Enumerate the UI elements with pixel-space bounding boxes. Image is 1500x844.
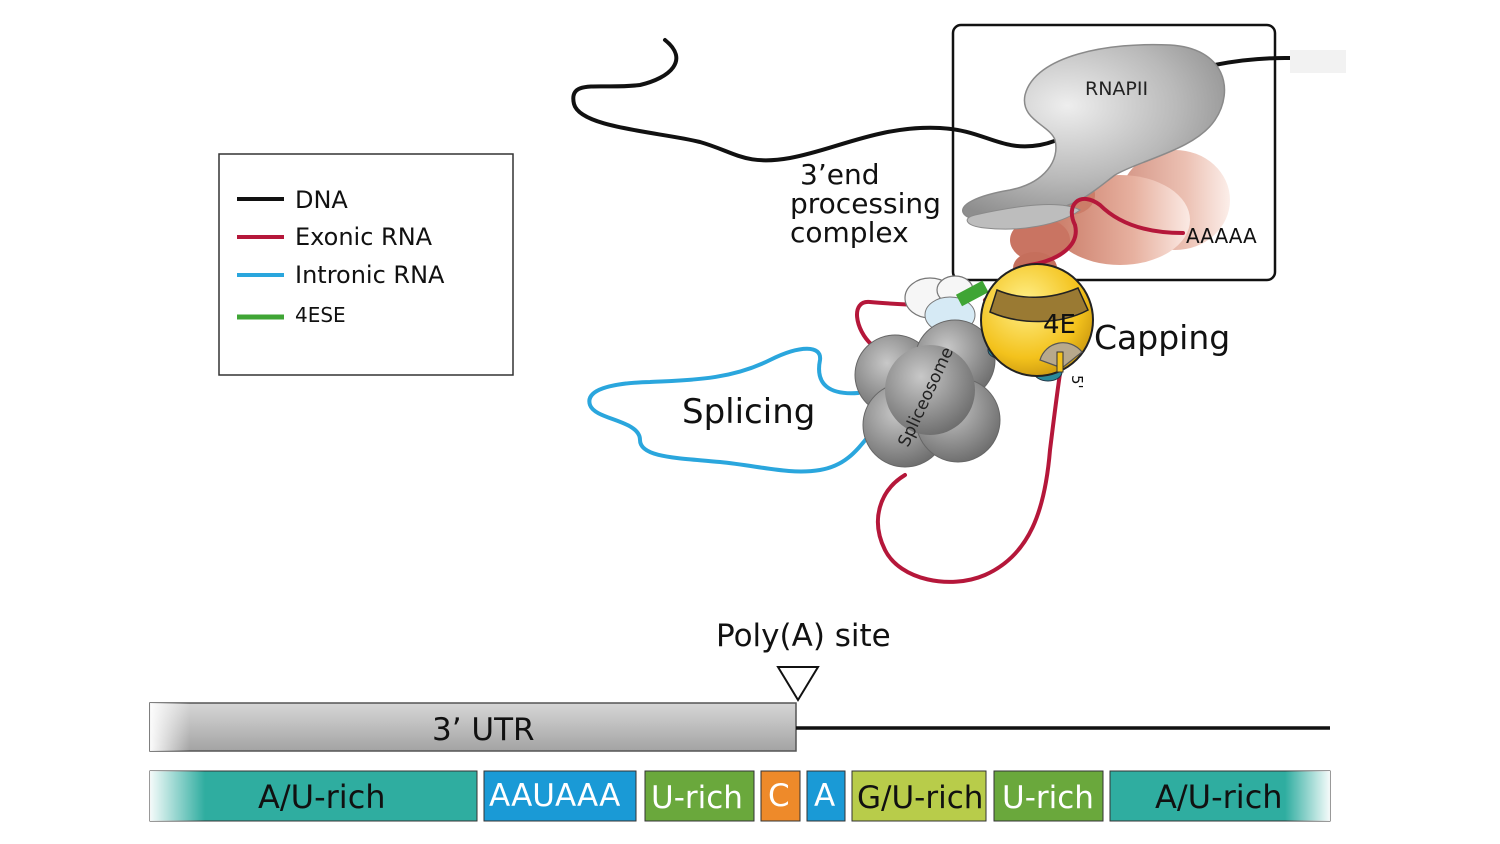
legend: DNA Exonic RNA Intronic RNA 4ESE (218, 153, 514, 376)
polya-site-label: Poly(A) site (716, 618, 891, 654)
legend-label-exonic: Exonic RNA (295, 223, 433, 251)
end-processing-label-1: 3’end (800, 158, 879, 191)
eif4e-band (989, 287, 1089, 323)
sequence-elements: A/U-rich AAUAAA U-rich C A G/U-rich U-ri… (149, 770, 1331, 822)
legend-box (218, 153, 514, 376)
exon-junction-cloud (904, 275, 976, 334)
element-au-rich-2-fade (1285, 771, 1330, 821)
element-c (760, 770, 801, 822)
capping-label: Capping (1094, 318, 1230, 357)
element-u-rich-1 (644, 770, 755, 822)
element-u-rich-2-label: U-rich (1002, 780, 1094, 816)
element-u-rich-2 (993, 770, 1104, 822)
polya-site-triangle (776, 666, 820, 702)
4ese-marker (955, 280, 989, 307)
eif4e-label: 4E (1043, 310, 1076, 340)
dna-fade-right (1290, 50, 1346, 73)
element-aauaaa (483, 770, 637, 822)
legend-label-dna: DNA (295, 186, 348, 214)
element-gu-rich-label: G/U-rich (857, 780, 983, 816)
utr-label: 3’ UTR (432, 712, 535, 748)
element-au-rich-2-label: A/U-rich (1155, 778, 1283, 816)
polya-tail-label: AAAAA (1186, 224, 1257, 248)
legend-label-4ese: 4ESE (295, 303, 346, 327)
processing-complex-box (951, 23, 1277, 282)
element-aauaaa-label: AAUAAA (489, 778, 620, 814)
element-a-label: A (814, 778, 835, 814)
rnapii-label: RNAPII (1085, 78, 1148, 100)
eif4e: 4E (980, 263, 1094, 377)
spliceosome: Spliceosome (854, 319, 1001, 468)
cap-structure: 5' (1039, 342, 1086, 389)
element-au-rich-1-fade (150, 771, 205, 821)
legend-label-intronic: Intronic RNA (295, 261, 445, 289)
splicing-label: Splicing (682, 392, 815, 432)
five-prime-label: 5' (1068, 375, 1086, 389)
rnapii-lower (966, 204, 1081, 230)
element-u-rich-1-label: U-rich (651, 780, 743, 816)
intronic-rna (587, 346, 880, 474)
element-gu-rich (851, 770, 987, 822)
element-au-rich-1-label: A/U-rich (258, 778, 386, 816)
element-c-label: C (768, 778, 790, 814)
utr-bar (149, 702, 797, 752)
element-a (806, 770, 846, 822)
utr-fade (150, 703, 190, 751)
exonic-rna-lower-loop (875, 358, 1064, 584)
end-processing-label-3: complex (790, 216, 909, 249)
end-processing-label-2: processing (790, 187, 941, 220)
